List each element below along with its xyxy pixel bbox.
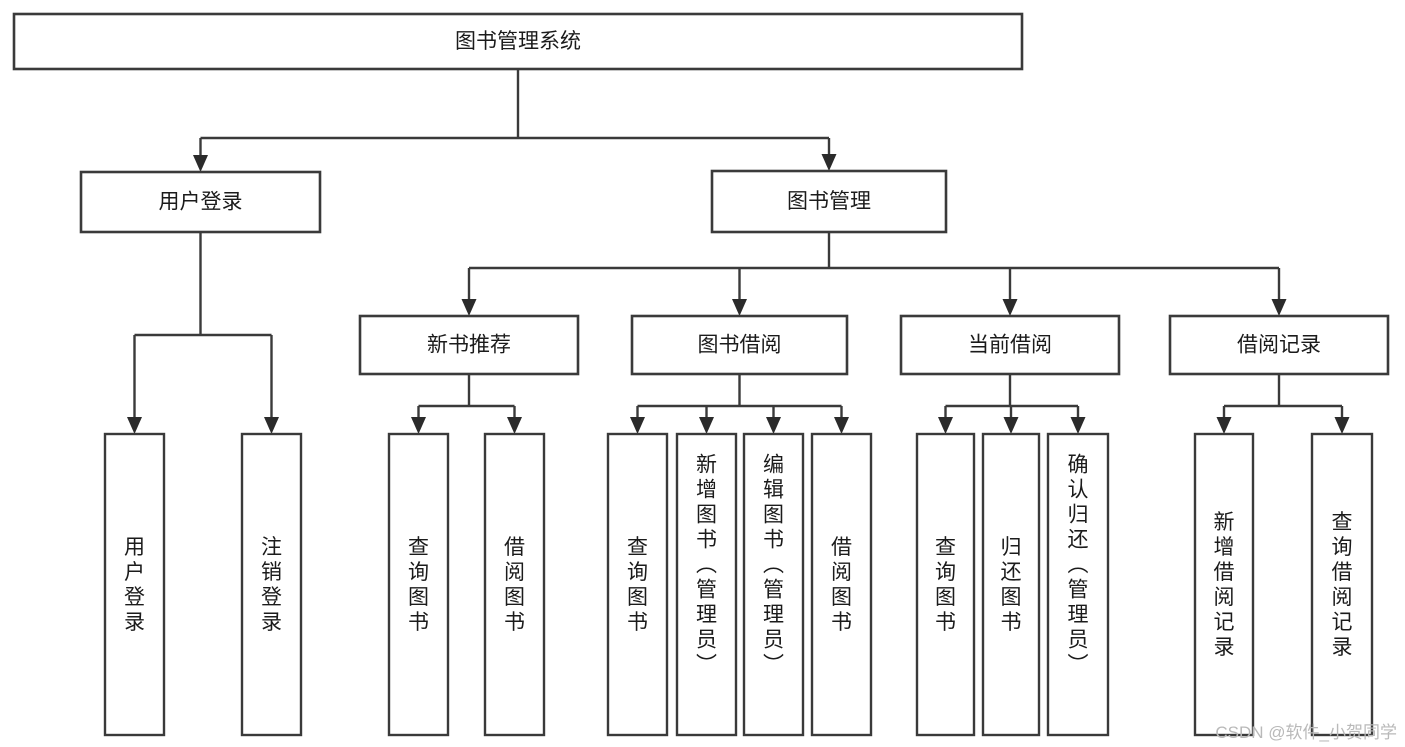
node-label: 查询图书	[935, 536, 956, 634]
arrow-head-icon	[1070, 417, 1086, 434]
node-leaf-12[interactable]: 查询借阅记录	[1310, 432, 1374, 737]
node-box	[240, 432, 303, 737]
node-box	[358, 314, 580, 376]
node-label: 新书推荐	[427, 334, 511, 357]
node-level3-0[interactable]: 新书推荐	[358, 314, 580, 376]
node-leaf-6[interactable]: 编辑图书︵管理员︶	[742, 432, 805, 737]
node-level3-3[interactable]: 借阅记录	[1168, 314, 1390, 376]
arrow-head-icon	[766, 417, 781, 434]
node-label: 新增借阅记录	[1214, 511, 1235, 659]
node-level2-1[interactable]: 图书管理	[710, 169, 948, 234]
node-leaf-11[interactable]: 新增借阅记录	[1193, 432, 1255, 737]
connector-root	[193, 69, 837, 172]
node-layer: 图书管理系统用户登录图书管理新书推荐图书借阅当前借阅借阅记录用户登录注销登录查询…	[12, 12, 1390, 737]
node-label: 借阅记录	[1237, 334, 1321, 357]
node-box	[79, 170, 322, 234]
node-box	[710, 169, 948, 234]
arrow-head-icon	[821, 154, 837, 171]
connector-group-0	[411, 374, 522, 434]
node-label: 新增图书︵管理员︶	[696, 454, 717, 677]
arrow-head-icon	[732, 299, 747, 316]
connector-user-login	[127, 232, 279, 434]
arrow-head-icon	[411, 417, 426, 434]
node-leaf-0[interactable]: 用户登录	[103, 432, 166, 737]
node-root-0[interactable]: 图书管理系统	[12, 12, 1024, 71]
node-label: 归还图书	[1001, 536, 1022, 634]
node-label: 确认归还︵管理员︶	[1068, 454, 1089, 677]
node-leaf-4[interactable]: 查询图书	[606, 432, 669, 737]
arrow-head-icon	[127, 417, 142, 434]
connector-book-manage	[461, 232, 1287, 316]
node-label: 查询借阅记录	[1332, 511, 1353, 659]
node-level3-2[interactable]: 当前借阅	[899, 314, 1121, 376]
connector-layer	[127, 69, 1350, 434]
node-box	[606, 432, 669, 737]
arrow-head-icon	[461, 299, 477, 316]
arrow-head-icon	[1216, 417, 1232, 434]
node-box	[1193, 432, 1255, 737]
node-box	[981, 432, 1041, 737]
node-level3-1[interactable]: 图书借阅	[630, 314, 849, 376]
node-label: 查询图书	[627, 536, 648, 634]
csdn-watermark: CSDN @软件_小贺同学	[1215, 723, 1397, 742]
node-box	[387, 432, 450, 737]
connector-group-2	[938, 374, 1086, 434]
node-leaf-10[interactable]: 确认归还︵管理员︶	[1046, 432, 1110, 737]
node-label: 用户登录	[124, 536, 145, 634]
arrow-head-icon	[507, 417, 522, 434]
node-leaf-9[interactable]: 归还图书	[981, 432, 1041, 737]
node-label: 借阅图书	[504, 536, 525, 634]
arrow-head-icon	[630, 417, 645, 434]
arrow-head-icon	[699, 417, 714, 434]
node-box	[810, 432, 873, 737]
node-box	[12, 12, 1024, 71]
node-leaf-3[interactable]: 借阅图书	[483, 432, 546, 737]
node-box	[899, 314, 1121, 376]
node-label: 用户登录	[159, 191, 243, 214]
node-level2-0[interactable]: 用户登录	[79, 170, 322, 234]
node-label: 图书管理系统	[455, 30, 581, 53]
node-box	[103, 432, 166, 737]
node-box	[915, 432, 976, 737]
arrow-head-icon	[1334, 417, 1350, 434]
arrow-head-icon	[834, 417, 849, 434]
arrow-head-icon	[1002, 299, 1018, 316]
node-leaf-5[interactable]: 新增图书︵管理员︶	[675, 432, 738, 737]
node-box	[1046, 432, 1110, 737]
arrow-head-icon	[938, 417, 953, 434]
connector-group-1	[630, 374, 849, 434]
node-label: 当前借阅	[968, 334, 1052, 357]
node-box	[630, 314, 849, 376]
node-label: 注销登录	[261, 536, 282, 634]
node-label: 借阅图书	[831, 536, 852, 634]
node-leaf-8[interactable]: 查询图书	[915, 432, 976, 737]
node-label: 图书管理	[787, 190, 871, 213]
node-box	[675, 432, 738, 737]
arrow-head-icon	[1271, 299, 1287, 316]
node-box	[742, 432, 805, 737]
arrow-head-icon	[264, 417, 279, 434]
connector-group-3	[1216, 374, 1350, 434]
node-box	[1310, 432, 1374, 737]
node-leaf-1[interactable]: 注销登录	[240, 432, 303, 737]
node-label: 编辑图书︵管理员︶	[763, 454, 784, 677]
arrow-head-icon	[193, 155, 208, 172]
node-leaf-7[interactable]: 借阅图书	[810, 432, 873, 737]
node-label: 图书借阅	[698, 334, 782, 357]
node-leaf-2[interactable]: 查询图书	[387, 432, 450, 737]
node-box	[1168, 314, 1390, 376]
node-box	[483, 432, 546, 737]
arrow-head-icon	[1003, 417, 1019, 434]
node-label: 查询图书	[408, 536, 429, 634]
